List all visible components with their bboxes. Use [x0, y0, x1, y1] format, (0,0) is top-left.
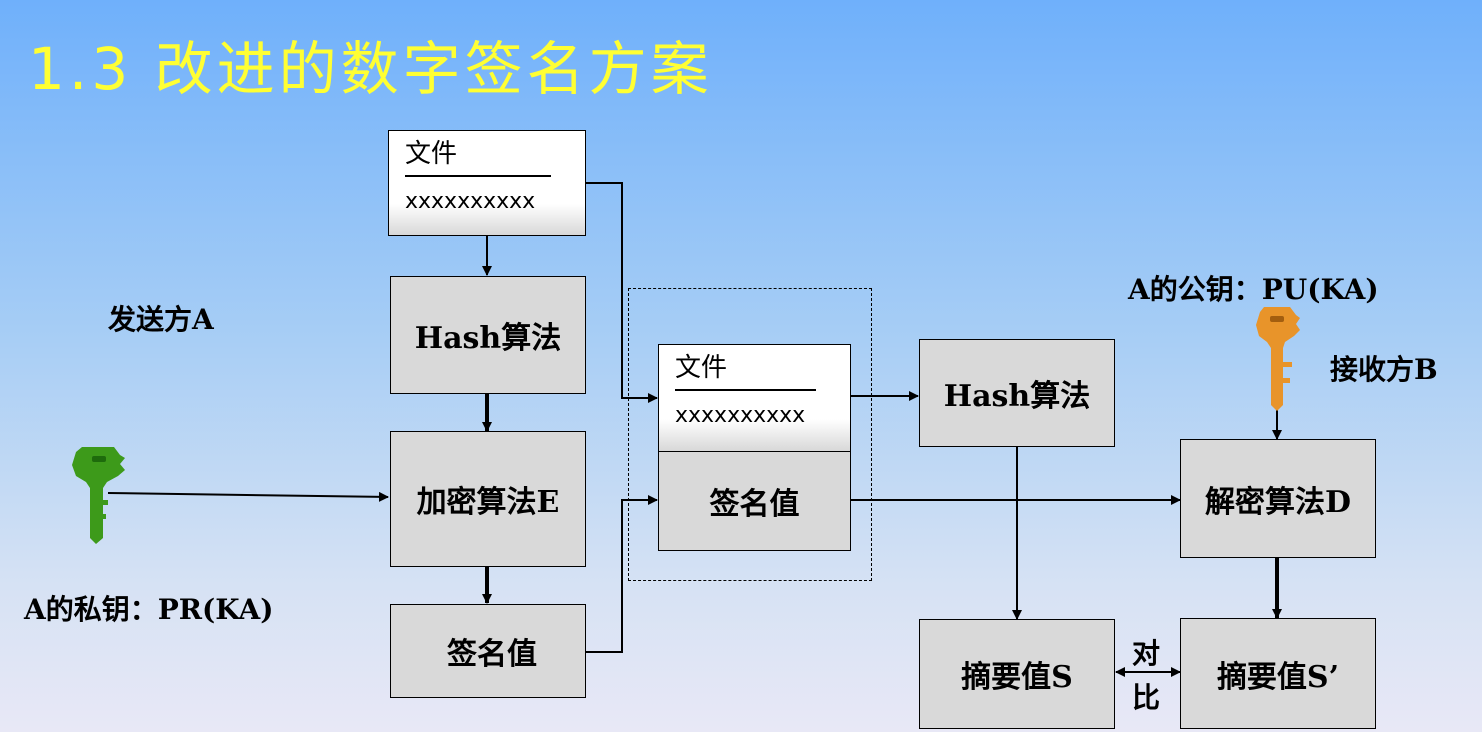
encrypt-algorithm-box: 加密算法E: [390, 431, 586, 567]
hash-algorithm-box: Hash算法: [390, 276, 586, 394]
compare-label-top: 对: [1132, 637, 1161, 670]
document-box: 文件 xxxxxxxxxx: [388, 130, 586, 236]
document-content: xxxxxxxxxx: [675, 403, 806, 428]
signed-message-package: [628, 288, 872, 581]
document-box-copy: 文件 xxxxxxxxxx: [658, 344, 851, 452]
digest-s-box: 摘要值S: [919, 619, 1115, 729]
document-divider: [675, 389, 816, 391]
hash-algorithm-box-receiver: Hash算法: [919, 339, 1115, 447]
digest-s-prime-box: 摘要值S’: [1180, 618, 1376, 729]
green-key-icon: [72, 447, 125, 544]
arrow-doc-to-doc2: [585, 182, 658, 403]
sender-label: 发送方A: [108, 303, 214, 336]
decrypt-algorithm-box: 解密算法D: [1180, 439, 1376, 558]
arrow-key-to-encrypt: [107, 491, 389, 502]
public-key-label: A的公钥：PU(KA): [1128, 273, 1379, 306]
signature-value-box-copy: 签名值: [658, 451, 851, 551]
page-title: 1.3 改进的数字签名方案: [28, 35, 713, 103]
orange-key-icon: [1256, 307, 1300, 411]
compare-label-bottom: 比: [1132, 681, 1161, 714]
arrow-sig-to-sig-mid: [585, 495, 658, 653]
document-title: 文件: [405, 139, 458, 169]
document-divider: [405, 175, 551, 177]
document-title: 文件: [675, 353, 728, 383]
receiver-label: 接收方B: [1330, 353, 1438, 386]
signature-value-box: 签名值: [390, 604, 586, 698]
private-key-label: A的私钥：PR(KA): [24, 593, 274, 626]
document-content: xxxxxxxxxx: [405, 189, 536, 214]
